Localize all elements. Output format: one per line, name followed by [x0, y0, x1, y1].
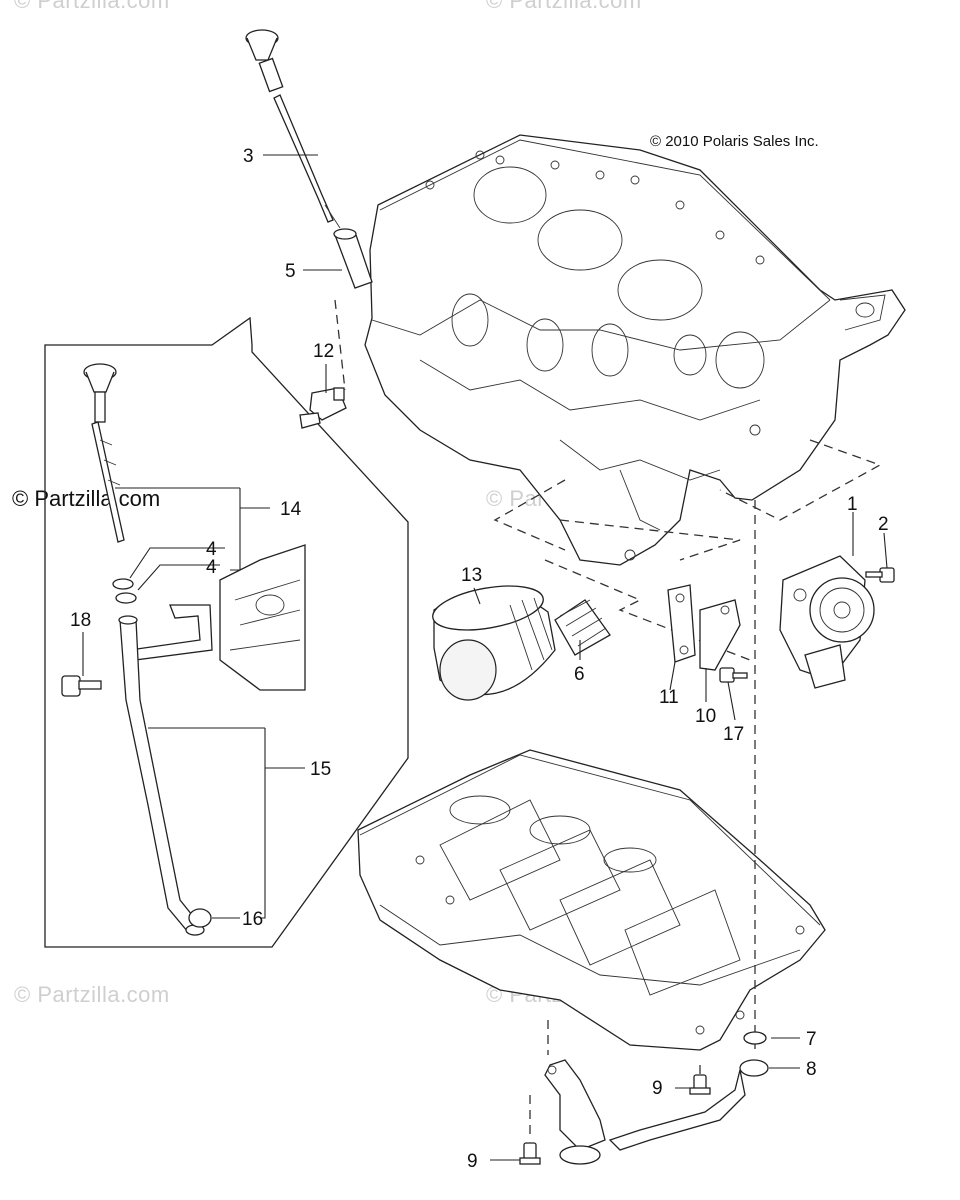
- inset-block-fragment: [219, 544, 306, 691]
- inset-dipstick: [83, 363, 125, 543]
- callout-9-upper: 9: [652, 1078, 663, 1099]
- callout-2: 2: [878, 514, 889, 535]
- inset-detail-frame: [44, 316, 409, 948]
- bolt-2: [865, 567, 895, 583]
- oil-filter: [432, 585, 556, 701]
- callout-9-lower: 9: [467, 1151, 478, 1172]
- callout-8: 8: [806, 1059, 817, 1080]
- callout-15: 15: [310, 759, 331, 780]
- bolt-17: [719, 667, 748, 683]
- dipstick-sleeve: [333, 228, 373, 289]
- gasket: [667, 584, 696, 663]
- oil-strainer: [544, 1059, 769, 1165]
- callout-13: 13: [461, 565, 482, 586]
- callout-4-upper: 4: [206, 539, 217, 560]
- copyright-notice: © 2010 Polaris Sales Inc.: [650, 133, 819, 150]
- oil-pressure-sensor: [299, 387, 347, 429]
- callout-17: 17: [723, 724, 744, 745]
- callout-18: 18: [70, 610, 91, 631]
- watermark-top-center: © Partzilla.com: [486, 0, 642, 13]
- oil-pump: [779, 555, 875, 689]
- callout-5: 5: [285, 261, 296, 282]
- callout-14: 14: [280, 499, 302, 520]
- callout-12: 12: [313, 341, 334, 362]
- watermark-bottom-left: © Partzilla.com: [14, 982, 170, 1007]
- callout-1: 1: [847, 494, 858, 515]
- callout-11: 11: [659, 687, 679, 708]
- leader-lines: [82, 154, 888, 1161]
- inset-cap-16: [188, 908, 212, 928]
- inset-bolt-18: [61, 675, 102, 697]
- bolt-9-lower: [519, 1142, 541, 1165]
- watermark-mid-left: © Partzilla.com: [12, 486, 161, 511]
- filter-nipple: [554, 599, 611, 656]
- callout-7: 7: [806, 1029, 817, 1050]
- inset-o-ring-lower: [115, 592, 137, 604]
- engine-upper-block: [364, 134, 906, 566]
- engine-lower-block: [357, 749, 826, 1051]
- bolt-9-upper: [689, 1074, 711, 1095]
- callout-4-lower: 4: [206, 557, 217, 578]
- callout-6: 6: [574, 664, 585, 685]
- callout-10: 10: [695, 706, 716, 727]
- cover-plate: [699, 599, 741, 671]
- callout-3: 3: [243, 146, 254, 167]
- watermark-top-left: © Partzilla.com: [14, 0, 170, 13]
- inset-o-ring-upper: [112, 578, 134, 590]
- inset-dipstick-tube: [118, 604, 213, 936]
- callout-16: 16: [242, 909, 263, 930]
- dipstick: [245, 29, 341, 229]
- o-ring-7: [743, 1031, 767, 1045]
